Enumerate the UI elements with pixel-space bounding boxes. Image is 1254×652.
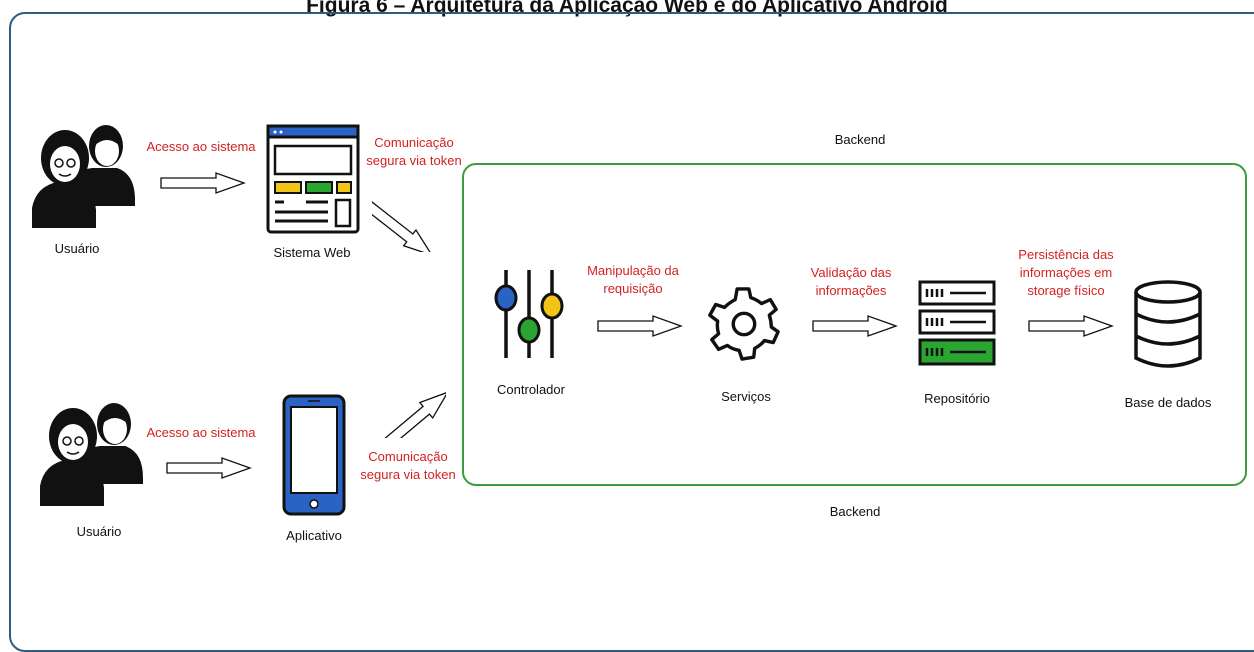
secure-top-line2: segura via token: [366, 153, 462, 168]
valid-line2: informações: [815, 283, 887, 298]
web-label: Sistema Web: [273, 245, 351, 260]
arrow-app-to-backend: [382, 390, 446, 438]
secure-bottom-line2: segura via token: [360, 467, 456, 482]
backend-bottom-label: Backend: [829, 504, 881, 519]
persist-line1: Persistência das: [1018, 247, 1114, 262]
valid-label: Validação das informações: [796, 264, 906, 300]
users-icon: [40, 403, 143, 506]
persist-line2: informações em: [1019, 265, 1113, 280]
arrow-user-to-app: [166, 457, 252, 479]
persist-line3: storage físico: [1027, 283, 1105, 298]
user-bottom-label: Usuário: [76, 524, 122, 539]
persist-label: Persistência das informações em storage …: [1006, 246, 1126, 300]
browser-window-icon: [266, 124, 360, 234]
backend-group-box: [462, 163, 1247, 486]
backend-top-label: Backend: [834, 132, 886, 147]
valid-line1: Validação das: [810, 265, 892, 280]
database-label: Base de dados: [1124, 395, 1212, 410]
smartphone-icon: [282, 394, 346, 516]
secure-top-line1: Comunicação: [374, 135, 454, 150]
sliders-icon: [494, 270, 564, 358]
users-icon: [32, 125, 135, 228]
secure-top-label: Comunicação segura via token: [364, 134, 464, 170]
app-label: Aplicativo: [286, 528, 342, 543]
arrow-user-to-web: [160, 172, 246, 194]
access-bottom-label: Acesso ao sistema: [146, 425, 256, 440]
user-top-label: Usuário: [54, 241, 100, 256]
manip-label: Manipulação da requisição: [578, 262, 688, 298]
repository-label: Repositório: [924, 391, 990, 406]
arrow-repository-to-database: [1028, 315, 1114, 337]
controller-label: Controlador: [497, 382, 565, 397]
arrow-controller-to-services: [597, 315, 683, 337]
server-rack-icon: [918, 280, 996, 366]
secure-bottom-line1: Comunicação: [368, 449, 448, 464]
services-label: Serviços: [721, 389, 771, 404]
arrow-services-to-repository: [812, 315, 898, 337]
gear-icon: [708, 287, 780, 361]
database-icon: [1134, 280, 1202, 368]
arrow-web-to-backend: [372, 201, 434, 252]
access-top-label: Acesso ao sistema: [146, 139, 256, 154]
manip-line2: requisição: [603, 281, 663, 296]
secure-bottom-label: Comunicação segura via token: [358, 448, 458, 484]
manip-line1: Manipulação da: [587, 263, 679, 278]
